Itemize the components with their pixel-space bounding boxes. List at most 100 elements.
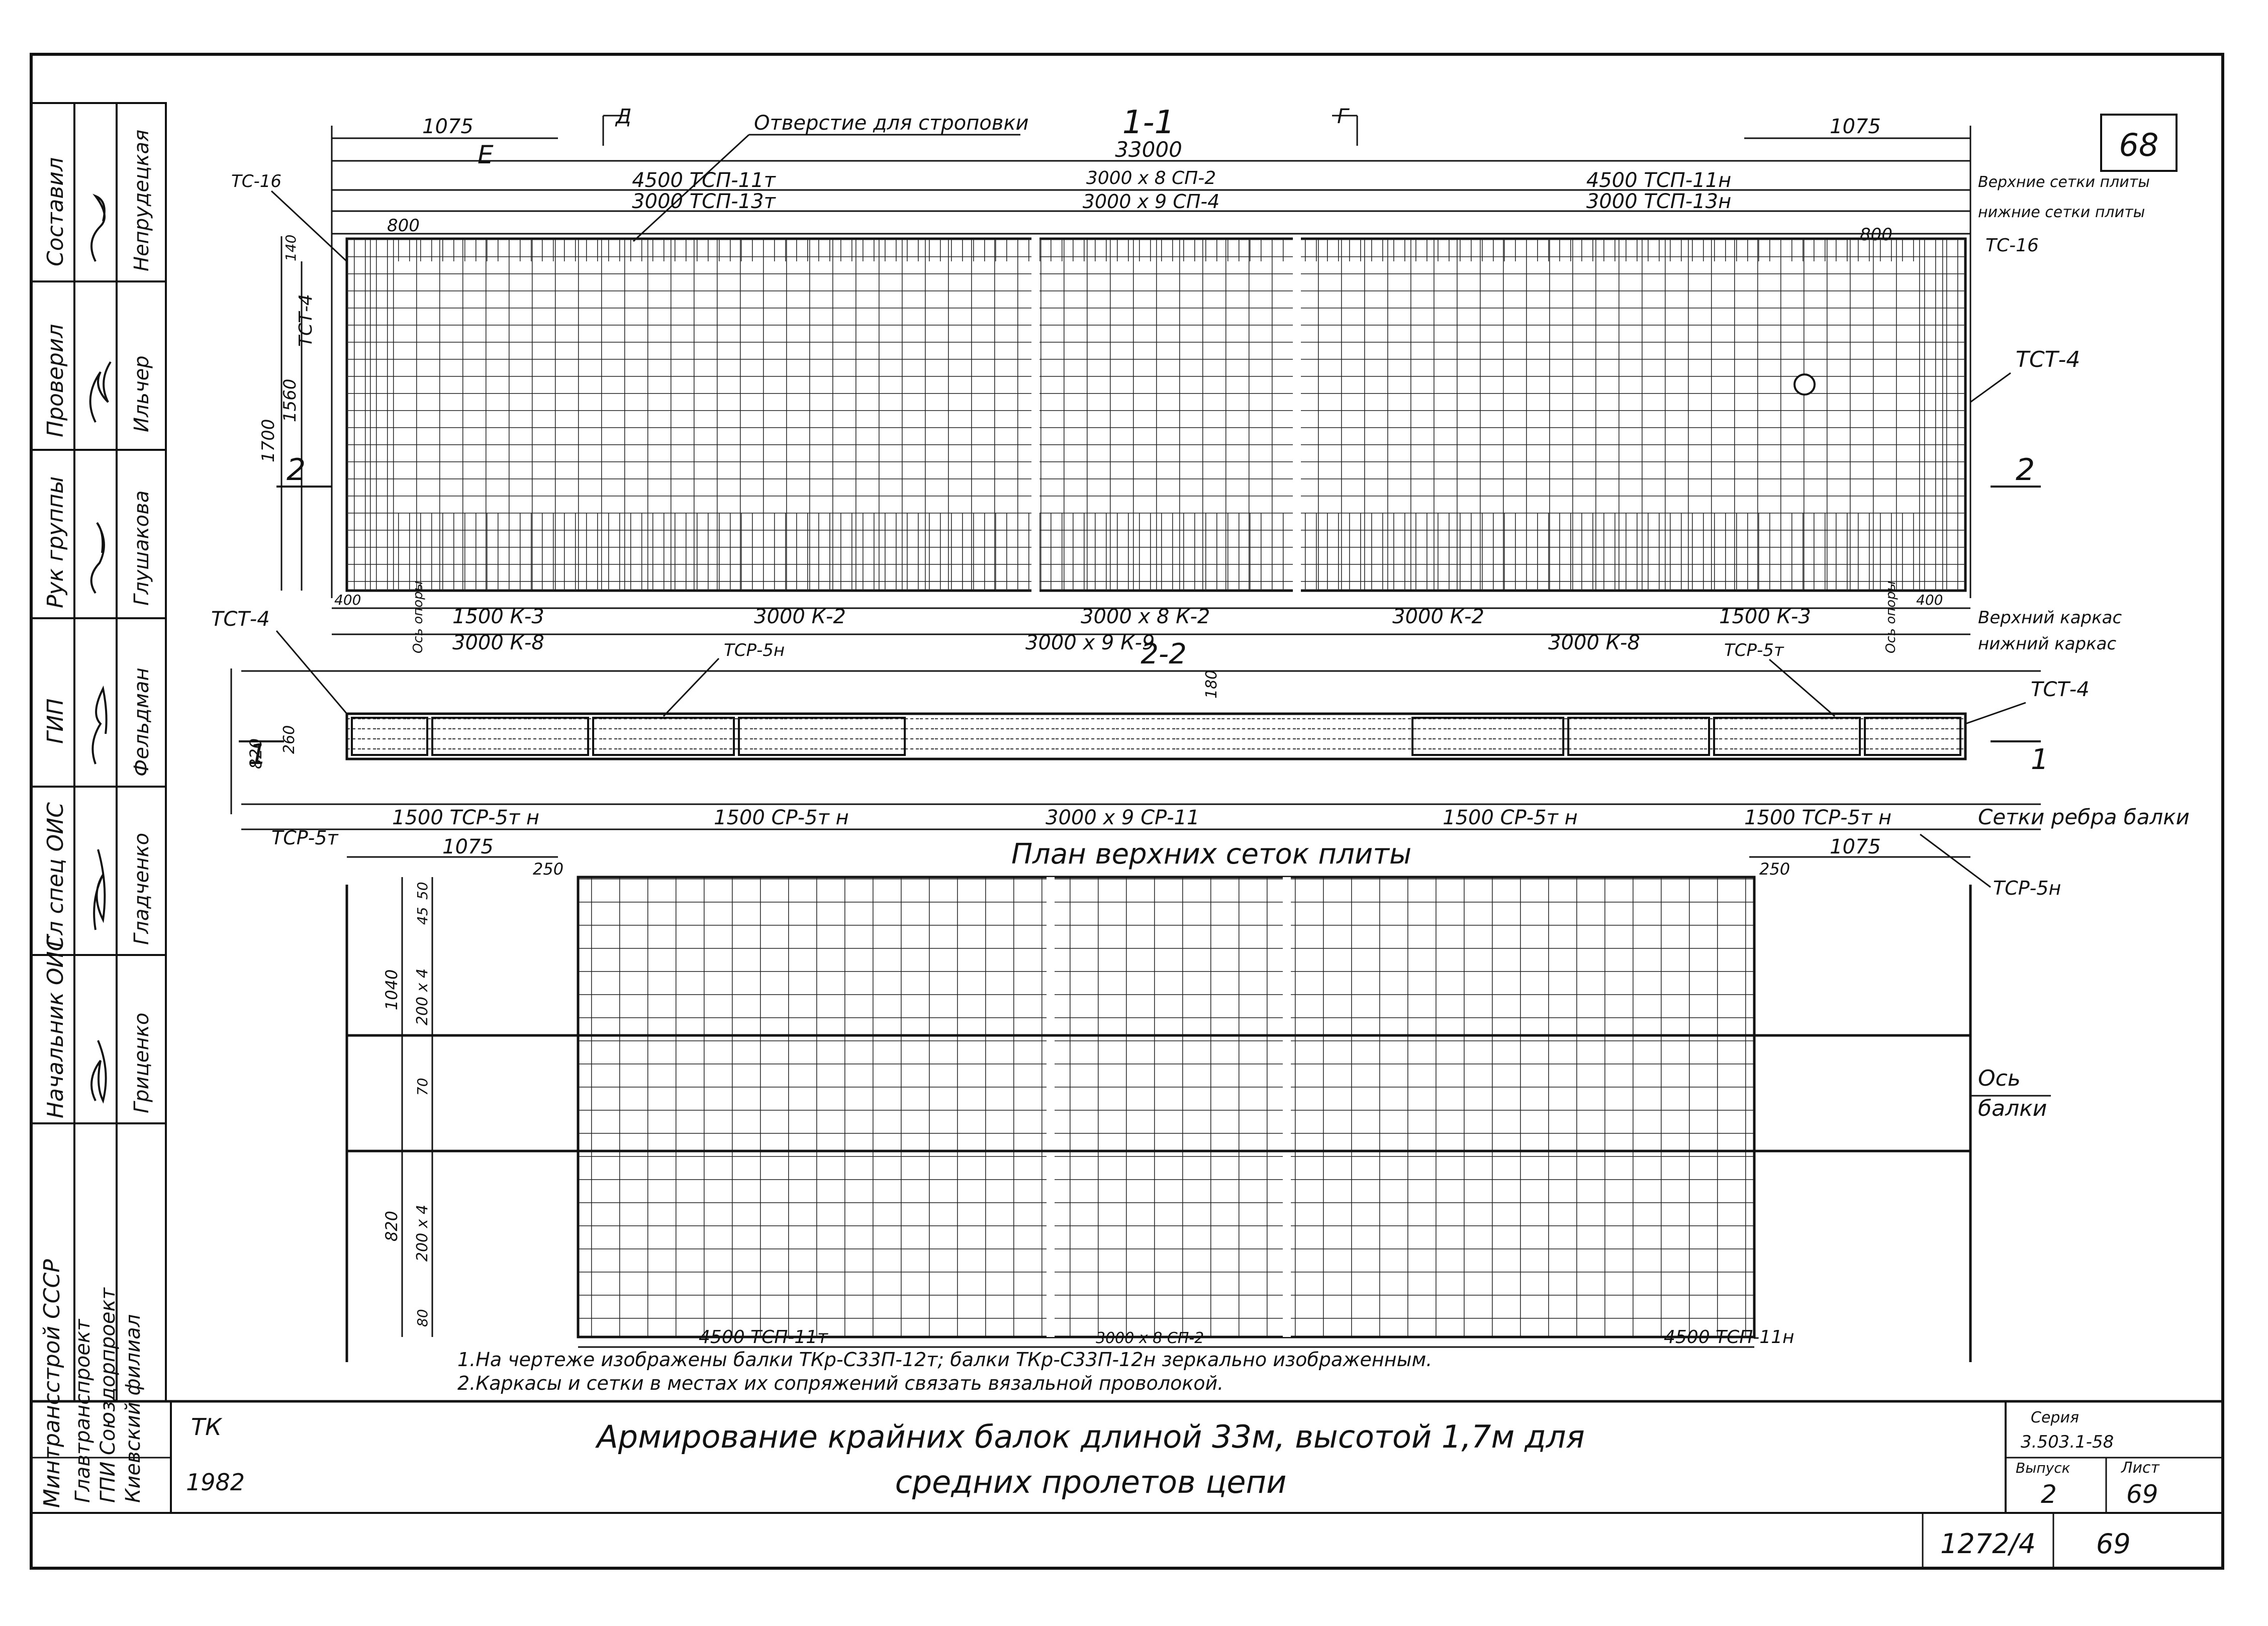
title-block: ТК 1982 Армирование крайних балок длиной…: [186, 1409, 2160, 1509]
dim-1560: 1560: [280, 378, 300, 422]
hole-note: Отверстие для строповки: [754, 112, 1028, 135]
stamp-role-1: Составил: [43, 157, 68, 266]
label-lower-frame: нижний каркас: [1978, 634, 2117, 654]
plan-upper-meshes: План верхних сеток плиты 1075 1075 250 2…: [345, 835, 2051, 1362]
plan-200x4-a: 200 х 4: [414, 969, 431, 1025]
mark-D: Д: [615, 105, 631, 128]
top-center-b: 3000 х 9 СП-4: [1083, 190, 1220, 213]
frame-row1-c: 3000 х 8 К-2: [1081, 605, 1210, 628]
plan-45: 45: [414, 907, 431, 925]
tc16-left: ТС-16: [231, 171, 281, 192]
dim-180: 180: [1203, 670, 1220, 699]
sheet-value: 69: [2126, 1480, 2158, 1509]
tc16-right: ТС-16: [1986, 235, 2039, 256]
section-1-1: 1-1 Отверстие для строповки 33000 1075 1…: [231, 104, 2150, 654]
stamp-role-4: ГИП: [43, 698, 68, 744]
plan-edge-left: 1075: [442, 835, 494, 858]
rib-e: 1500 ТСР-5т н: [1744, 806, 1892, 829]
frame-row1-e: 1500 К-3: [1719, 605, 1811, 628]
plan-70: 70: [414, 1078, 431, 1096]
rib-b: 1500 СР-5т н: [714, 806, 849, 829]
overall-length: 33000: [1115, 137, 1182, 162]
right-edge-dim: 1075: [1830, 115, 1881, 138]
plan-bottom-left: 4500 ТСП-11т: [699, 1327, 828, 1348]
bottom-400-right: 400: [1916, 592, 1943, 608]
issue-value: 2: [2041, 1480, 2057, 1509]
plan-1040: 1040: [382, 970, 401, 1010]
mark-G: Г: [1337, 105, 1350, 128]
title-line-1: Армирование крайних балок длиной 33м, вы…: [595, 1418, 1584, 1455]
cut-1-left: 1: [249, 738, 267, 771]
notes: 1.На чертеже изображены балки ТКр-С33П-1…: [457, 1349, 1432, 1394]
stamp-name-5: Гладченко: [130, 833, 153, 945]
frame-row1-a: 1500 К-3: [452, 605, 544, 628]
frame-row2-a: 3000 К-8: [452, 631, 544, 654]
frame-row1-b: 3000 К-2: [754, 605, 846, 628]
sheet-label: Лист: [2121, 1459, 2160, 1477]
plan-200x4-b: 200 х 4: [414, 1205, 431, 1262]
top-center-a: 3000 х 8 СП-2: [1086, 168, 1216, 188]
axis-support-left: Ось опоры: [411, 581, 426, 653]
rib-mesh-panels: [351, 717, 1961, 756]
label-rib-mesh: Сетки ребра балки: [1978, 805, 2190, 829]
rib-c: 3000 х 9 СР-11: [1046, 806, 1199, 829]
rib-section: [345, 712, 1967, 760]
axis-label-2: балки: [1978, 1096, 2047, 1121]
plan-250-left: 250: [533, 859, 563, 879]
label-upper-frame: Верхний каркас: [1978, 608, 2122, 628]
beam-plan-outline: [345, 885, 1972, 1362]
stamp-role-2: Проверил: [43, 324, 68, 437]
plan-820: 820: [382, 1211, 401, 1241]
frame-row2-b: 3000 х 9 К-9: [1025, 631, 1155, 654]
plan-title: План верхних сеток плиты: [1011, 838, 1411, 871]
axis-label-1: Ось: [1978, 1066, 2021, 1091]
tcp5t-left: ТСР-5т: [271, 827, 339, 849]
tct4-left-2: ТСТ-4: [211, 608, 270, 631]
mark-E: Е: [478, 140, 494, 169]
top-left-b: 3000 ТСП-13т: [632, 190, 776, 213]
tct4-right-2: ТСТ-4: [2031, 678, 2090, 701]
title-year: 1982: [186, 1469, 245, 1496]
plan-80: 80: [414, 1309, 431, 1327]
bottom-400-left: 400: [334, 592, 361, 608]
cut-2-left: 2: [287, 452, 306, 488]
note-line-1: 1.На чертеже изображены балки ТКр-С33П-1…: [457, 1349, 1432, 1371]
plan-250-right: 250: [1759, 859, 1790, 879]
stamp-name-1: Непрудецкая: [130, 130, 153, 271]
stamp-ministry: Минтрансстрой СССР: [39, 1259, 65, 1508]
series-value: 3.503.1-58: [2021, 1432, 2114, 1452]
dim-1700: 1700: [258, 419, 278, 462]
stamp-role-5: Гл спец ОИС: [43, 802, 68, 947]
note-line-2: 2.Каркасы и сетки в местах их сопряжений…: [457, 1372, 1223, 1394]
tcp5n-right: ТСР-5н: [1993, 877, 2061, 899]
stamp-institute-1: Главтранспроект: [71, 1318, 94, 1503]
section-1-1-title: 1-1: [1122, 104, 1175, 141]
dim-140: 140: [282, 235, 299, 261]
stamp-role-3: Рук группы: [43, 476, 68, 609]
dim-820: 820: [246, 738, 265, 769]
plan-50: 50: [414, 882, 431, 900]
rib-a: 1500 ТСР-5т н: [392, 806, 539, 829]
rib-d: 1500 СР-5т н: [1443, 806, 1578, 829]
frame-row2-c: 3000 К-8: [1548, 631, 1640, 654]
footer-sheet-no: 69: [2096, 1528, 2131, 1560]
cut-1-right: 1: [2031, 743, 2049, 776]
tcp5t-label: ТСР-5т: [1724, 640, 1784, 660]
top-right-a: 4500 ТСП-11н: [1586, 169, 1731, 192]
stamp-name-3: Глушакова: [130, 491, 153, 606]
plan-mesh: [577, 876, 1756, 1338]
label-lower-mesh: нижние сетки плиты: [1978, 204, 2145, 221]
dim-260: 260: [280, 725, 298, 754]
axis-support-right: Ось опоры: [1883, 581, 1899, 653]
section-2-2: 2-2 ТСТ-4 ТСТ-4 ТСР-5н ТСР-5т 820 260 18…: [211, 608, 2190, 899]
plan-edge-right: 1075: [1830, 835, 1881, 858]
stamp-signatures: [89, 194, 112, 1104]
tct4-left: ТСТ-4: [296, 294, 316, 347]
top-left-a: 4500 ТСП-11т: [632, 169, 776, 192]
cut-2-right: 2: [2016, 452, 2035, 488]
frame-row1-d: 3000 К-2: [1392, 605, 1484, 628]
series-label: Серия: [2031, 1409, 2079, 1426]
tcp5h-label: ТСР-5н: [724, 640, 785, 660]
top-right-b: 3000 ТСП-13н: [1586, 190, 1731, 213]
